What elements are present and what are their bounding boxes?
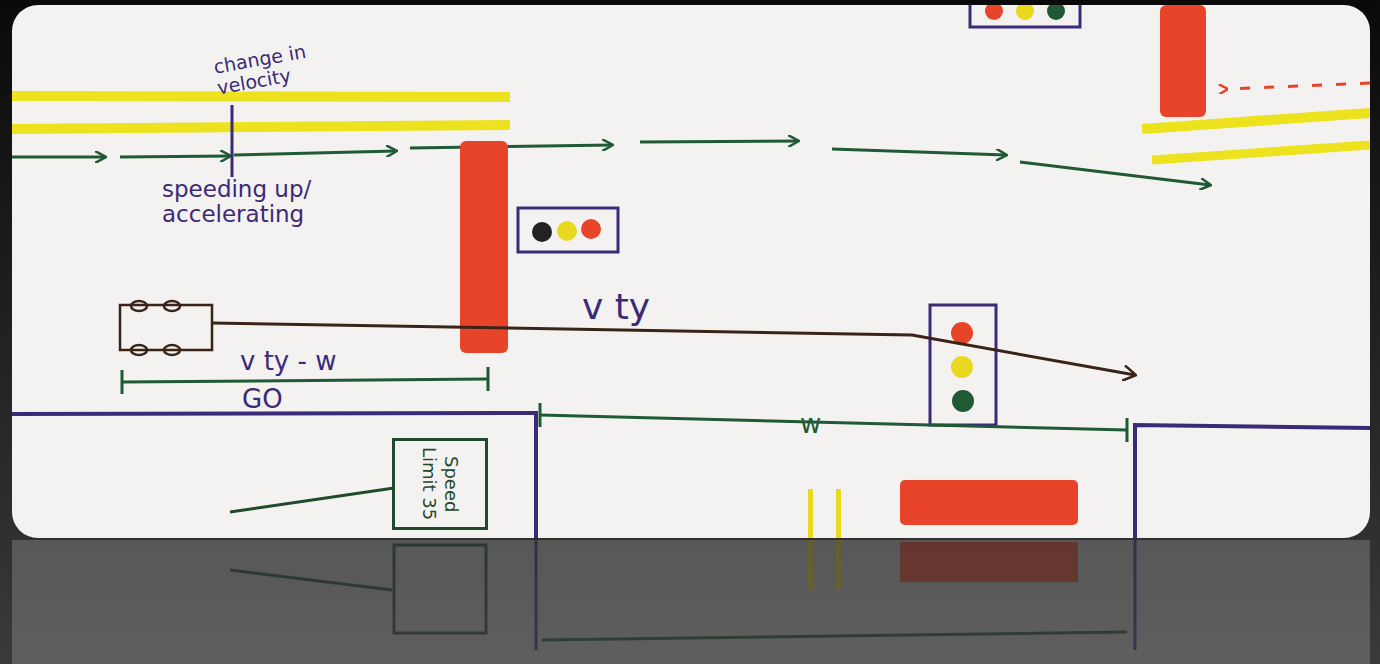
annotation-label: speeding up/ accelerating xyxy=(162,177,387,227)
traffic-light xyxy=(970,5,1080,27)
reflected-sign-post xyxy=(230,570,392,590)
illustration xyxy=(12,5,1370,538)
car xyxy=(120,301,212,355)
yellow-band xyxy=(12,96,510,97)
curb xyxy=(1135,425,1370,538)
annotation-label: GO xyxy=(242,385,283,414)
light xyxy=(557,221,577,241)
velocity-arrow xyxy=(1020,162,1210,185)
yellow-band xyxy=(12,125,510,129)
velocity-arrow xyxy=(640,141,798,142)
red-bar xyxy=(460,141,508,353)
wheel xyxy=(131,345,147,355)
lane-line xyxy=(808,489,813,538)
wheel xyxy=(131,301,147,311)
distance-arrow xyxy=(212,323,1135,375)
light xyxy=(952,390,974,412)
reflected-sign xyxy=(394,545,486,633)
light xyxy=(951,322,973,344)
velocity-arrow xyxy=(12,156,105,159)
velocity-arrow xyxy=(234,151,396,155)
curb xyxy=(12,413,536,538)
reflected-dimension xyxy=(542,632,1127,640)
reflected-lane xyxy=(808,540,813,590)
traffic-light xyxy=(930,305,996,425)
w-dimension xyxy=(540,403,1127,442)
change-marker xyxy=(231,105,234,177)
traffic-light-frame xyxy=(970,5,1080,27)
dimension-tick xyxy=(121,370,124,394)
light xyxy=(951,356,973,378)
sign-post xyxy=(230,488,394,512)
reflection-plane xyxy=(12,540,1370,664)
dimension-line xyxy=(540,415,1127,430)
reflected-red-bar xyxy=(900,542,1078,582)
annotation-label: change in velocity xyxy=(212,38,328,98)
red-bar xyxy=(900,480,1078,525)
light xyxy=(985,5,1003,20)
traffic-light xyxy=(518,208,618,252)
red-bar xyxy=(1160,5,1206,117)
reflected-curb xyxy=(1134,540,1137,650)
velocity-arrow xyxy=(410,145,612,148)
road-edge xyxy=(12,413,1370,538)
reflected-lane xyxy=(836,540,841,590)
reflected-curb xyxy=(535,540,538,650)
annotation-label: v ty - w xyxy=(240,347,336,376)
dimension-tick xyxy=(487,367,490,391)
annotation-label: w xyxy=(800,410,821,439)
paper-card: Speed Limit 35 change in velocity speeding… xyxy=(12,5,1370,538)
lane-line xyxy=(836,489,841,538)
car-body xyxy=(120,305,212,350)
light xyxy=(1016,5,1034,20)
velocity-arrow xyxy=(832,149,1006,155)
traffic-light-frame xyxy=(518,208,618,252)
dimension-tick xyxy=(539,403,542,427)
light xyxy=(532,222,552,242)
traffic-light-frame xyxy=(930,305,996,425)
velocity-arrow xyxy=(120,156,230,157)
light xyxy=(581,219,601,239)
yellow-band xyxy=(1152,145,1370,160)
wheel xyxy=(164,301,180,311)
speed-limit-sign: Speed Limit 35 xyxy=(392,438,488,530)
red-dashed-arrow xyxy=(1227,83,1370,89)
annotation-label: v ty xyxy=(582,287,650,327)
dimension-line xyxy=(122,379,488,382)
sign-text: Speed Limit 35 xyxy=(418,444,462,524)
wheel xyxy=(164,345,180,355)
dimension-tick xyxy=(1126,418,1129,442)
reflection xyxy=(12,540,1370,664)
light xyxy=(1047,5,1065,20)
